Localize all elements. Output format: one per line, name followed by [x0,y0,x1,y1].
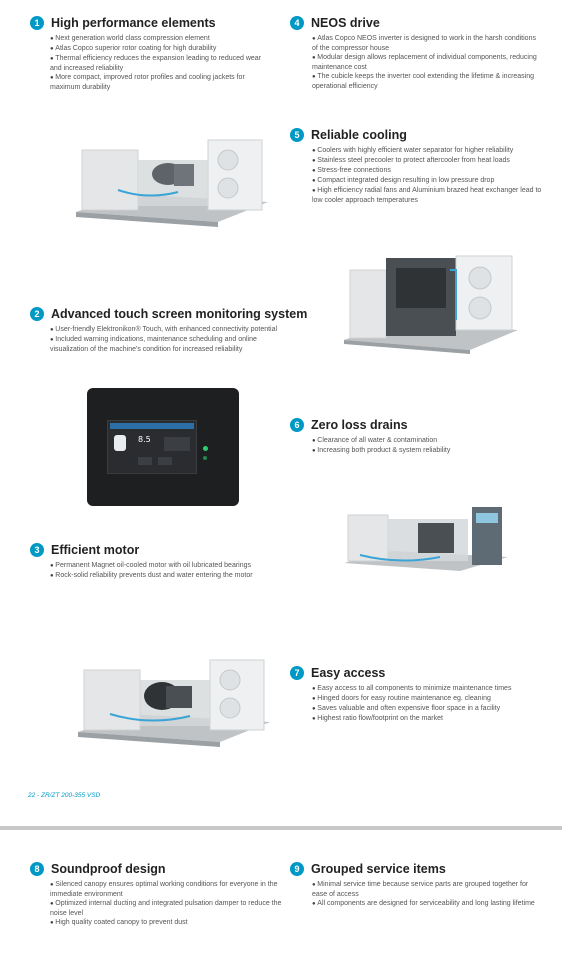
bullet-item: Easy access to all components to minimiz… [312,684,542,694]
section-number-badge: 1 [30,16,44,30]
page-divider [0,826,562,830]
compressor-element-image [76,139,268,227]
section-title: Advanced touch screen monitoring system [51,307,308,321]
bullet-item: Thermal efficiency reduces the expansion… [50,54,270,73]
section-7: 7 Easy access Easy access to all componen… [290,666,542,724]
bullet-item: More compact, improved rotor profiles an… [50,73,270,92]
bullet-item: Included warning indications, maintenanc… [50,335,280,354]
section-number-badge: 6 [290,418,304,432]
bullet-item: User-friendly Elektronikon® Touch, with … [50,325,280,335]
bullet-item: Silenced canopy ensures optimal working … [50,880,282,899]
section-1: 1 High performance elements Next generati… [30,16,270,92]
section-title: Efficient motor [51,543,140,557]
bullet-item: Hinged doors for easy routine maintenanc… [312,694,542,704]
section-number-badge: 8 [30,862,44,876]
section-number-badge: 4 [290,16,304,30]
drains-image [344,507,508,571]
section-8: 8 Soundproof design Silenced canopy ensur… [30,862,282,928]
section-title: Easy access [311,666,386,680]
section-number-badge: 3 [30,543,44,557]
section-9: 9 Grouped service items Minimal service t… [290,862,542,909]
bullet-item: Rock-solid reliability prevents dust and… [50,571,274,581]
bullet-item: High efficiency radial fans and Aluminiu… [312,186,542,205]
section-title: Soundproof design [51,862,166,876]
status-led-icon [203,446,208,451]
bullet-item: Next generation world class compression … [50,34,270,44]
section-number-badge: 5 [290,128,304,142]
bullet-item: All components are designed for servicea… [312,899,542,909]
bullet-item: Permanent Magnet oil-cooled motor with o… [50,561,274,571]
bullet-item: The cubicle keeps the inverter cool exte… [312,72,540,91]
bullet-item: Saves valuable and often expensive floor… [312,704,542,714]
section-title: Zero loss drains [311,418,408,432]
section-number-badge: 9 [290,862,304,876]
section-title: High performance elements [51,16,216,30]
bullet-item: Increasing both product & system reliabi… [312,446,540,456]
section-4: 4 NEOS drive Atlas Copco NEOS inverter is… [290,16,540,91]
section-6: 6 Zero loss drains Clearance of all water… [290,418,540,456]
cooling-system-image [344,255,518,354]
section-title: NEOS drive [311,16,380,30]
section-5: 5 Reliable cooling Coolers with highly ef… [290,128,542,205]
section-title: Grouped service items [311,862,446,876]
section-number-badge: 7 [290,666,304,680]
bullet-item: Minimal service time because service par… [312,880,542,899]
status-led-icon [203,456,207,460]
bullet-item: Highest ratio flow/footprint on the mark… [312,714,542,724]
controller-screen: 8.5 [107,420,197,474]
bullet-item: Compact integrated design resulting in l… [312,176,542,186]
bullet-item: Clearance of all water & contamination [312,436,540,446]
bullet-item: Optimized internal ducting and integrate… [50,899,282,918]
section-2: 2 Advanced touch screen monitoring system… [30,307,307,354]
bullet-item: Atlas Copco NEOS inverter is designed to… [312,34,540,53]
page-footer: 22 - ZR/ZT 200-355 VSD [28,792,101,799]
bullet-item: Stress-free connections [312,166,542,176]
bullet-item: Coolers with highly efficient water sepa… [312,146,542,156]
section-title: Reliable cooling [311,128,407,142]
section-number-badge: 2 [30,307,44,321]
bullet-item: Modular design allows replacement of ind… [312,53,540,72]
bullet-item: High quality coated canopy to prevent du… [50,918,282,928]
screen-pressure-value: 8.5 [138,435,151,444]
motor-image [78,659,270,747]
bullet-item: Atlas Copco superior rotor coating for h… [50,44,270,54]
elektronikon-controller-image: 8.5 [87,388,239,506]
bullet-item: Stainless steel precooler to protect aft… [312,156,542,166]
